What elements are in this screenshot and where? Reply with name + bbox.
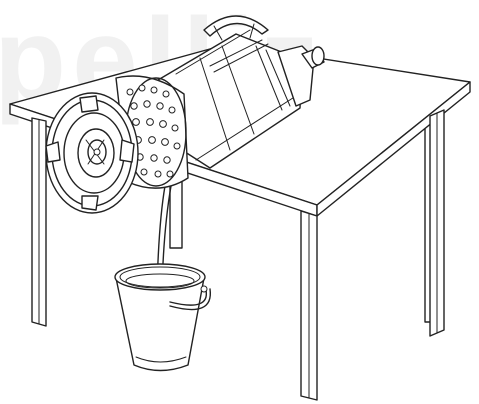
bucket-icon <box>114 263 211 372</box>
submersible-pump-icon <box>45 15 325 214</box>
